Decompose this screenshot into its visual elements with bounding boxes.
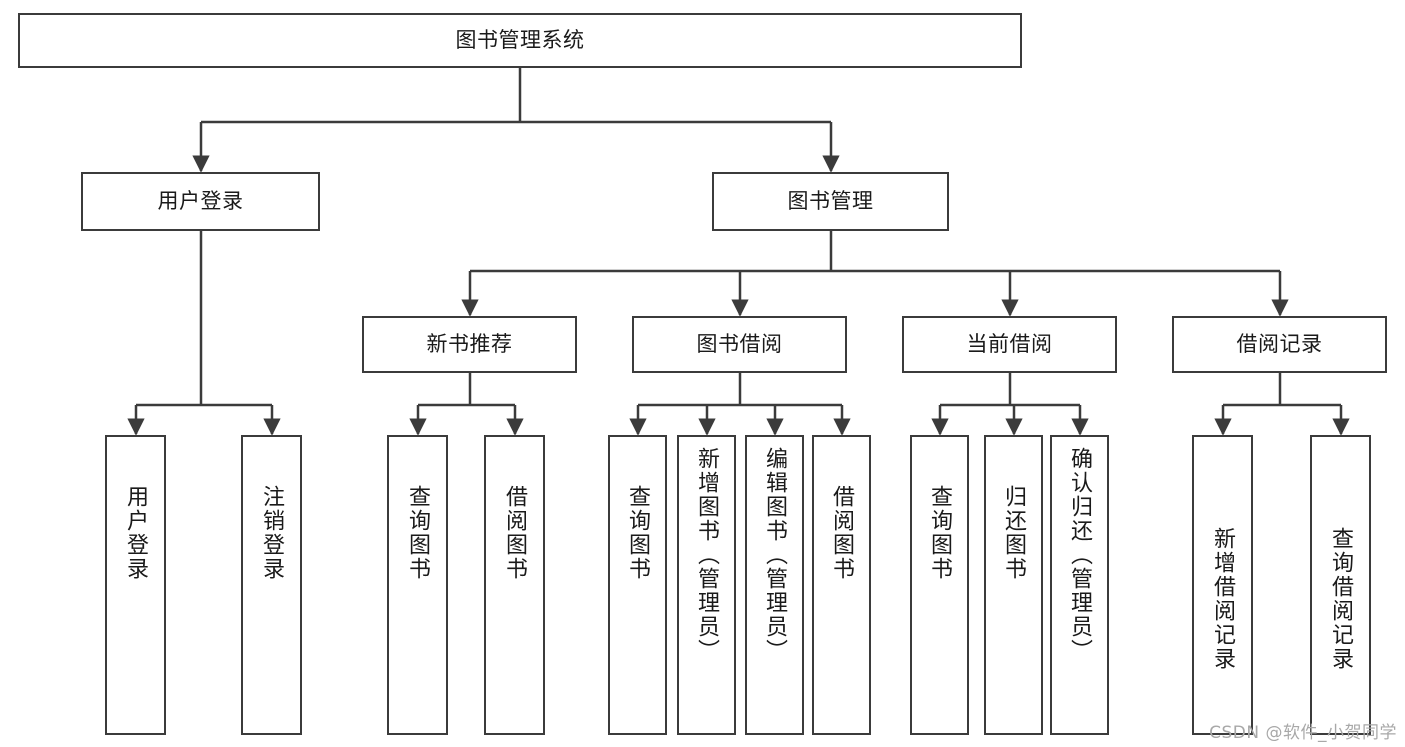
node-l11[interactable]: 确认归还（管理员） bbox=[1050, 435, 1109, 735]
node-label: 查询图书 bbox=[625, 485, 651, 581]
node-label: 编辑图书（管理员） bbox=[762, 447, 788, 663]
node-l8[interactable]: 借阅图书 bbox=[812, 435, 871, 735]
node-l7[interactable]: 编辑图书（管理员） bbox=[745, 435, 804, 735]
node-label: 新书推荐 bbox=[426, 332, 513, 357]
node-records[interactable]: 借阅记录 bbox=[1172, 316, 1387, 373]
node-label: 归还图书 bbox=[1001, 485, 1027, 581]
node-l9[interactable]: 查询图书 bbox=[910, 435, 969, 735]
node-label: 当前借阅 bbox=[966, 332, 1053, 357]
node-label: 确认归还（管理员） bbox=[1067, 447, 1093, 663]
node-label: 注销登录 bbox=[259, 485, 285, 581]
node-label: 查询借阅记录 bbox=[1328, 527, 1354, 671]
node-label: 图书借阅 bbox=[696, 332, 783, 357]
node-label: 新增图书（管理员） bbox=[694, 447, 720, 663]
node-l4[interactable]: 借阅图书 bbox=[484, 435, 545, 735]
node-current[interactable]: 当前借阅 bbox=[902, 316, 1117, 373]
node-label: 借阅图书 bbox=[502, 485, 528, 581]
node-label: 图书管理系统 bbox=[455, 28, 585, 53]
node-newbook[interactable]: 新书推荐 bbox=[362, 316, 577, 373]
node-l10[interactable]: 归还图书 bbox=[984, 435, 1043, 735]
node-borrow[interactable]: 图书借阅 bbox=[632, 316, 847, 373]
node-login[interactable]: 用户登录 bbox=[81, 172, 320, 231]
node-label: 借阅图书 bbox=[829, 485, 855, 581]
node-root[interactable]: 图书管理系统 bbox=[18, 13, 1022, 68]
node-label: 新增借阅记录 bbox=[1210, 527, 1236, 671]
node-label: 查询图书 bbox=[927, 485, 953, 581]
node-l3[interactable]: 查询图书 bbox=[387, 435, 448, 735]
node-label: 查询图书 bbox=[405, 485, 431, 581]
node-label: 借阅记录 bbox=[1236, 332, 1323, 357]
node-l1[interactable]: 用户登录 bbox=[105, 435, 166, 735]
node-l6[interactable]: 新增图书（管理员） bbox=[677, 435, 736, 735]
node-l2[interactable]: 注销登录 bbox=[241, 435, 302, 735]
node-label: 图书管理 bbox=[787, 189, 874, 214]
watermark: CSDN @软件_小贺同学 bbox=[1209, 723, 1397, 743]
edge-paths bbox=[127, 68, 1350, 436]
node-l5[interactable]: 查询图书 bbox=[608, 435, 667, 735]
node-label: 用户登录 bbox=[157, 189, 244, 214]
node-l12[interactable]: 新增借阅记录 bbox=[1192, 435, 1253, 735]
node-bookmgmt[interactable]: 图书管理 bbox=[712, 172, 949, 231]
node-l13[interactable]: 查询借阅记录 bbox=[1310, 435, 1371, 735]
node-label: 用户登录 bbox=[123, 485, 149, 581]
